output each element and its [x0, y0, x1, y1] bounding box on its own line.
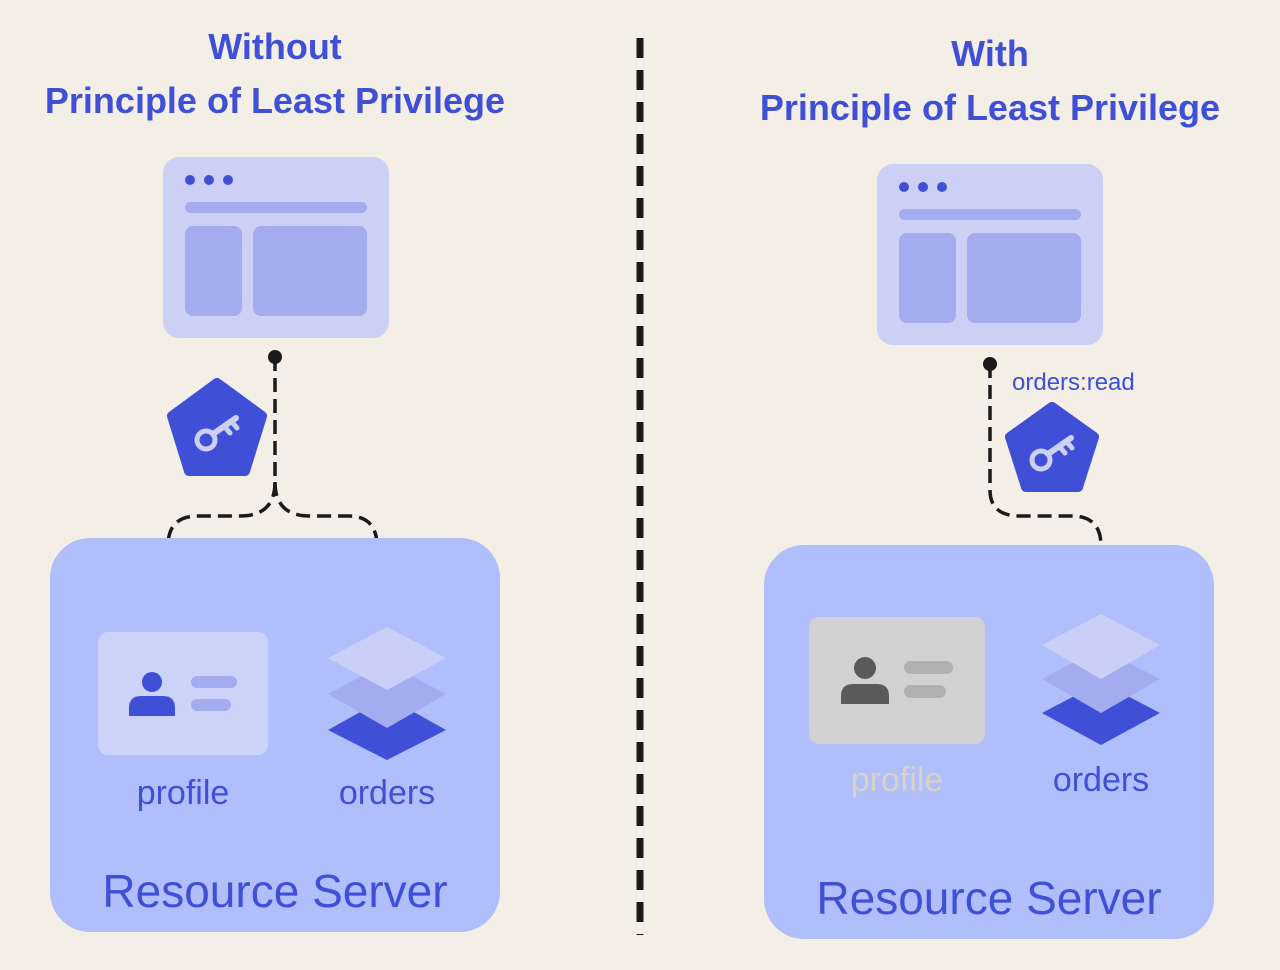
left-orders-label: orders: [338, 774, 436, 812]
right-profile-card-icon-disabled: [809, 617, 985, 744]
left-profile-label: profile: [136, 774, 230, 812]
right-profile-label-disabled: profile: [850, 761, 944, 799]
right-layers-stack-icon: [1042, 614, 1160, 745]
right-key-badge-icon: [1005, 402, 1099, 492]
left-title-line2: Principle of Least Privilege: [44, 80, 506, 121]
left-resource-server-label: Resource Server: [102, 865, 448, 917]
left-title-line1: Without: [208, 26, 342, 67]
right-title-line2: Principle of Least Privilege: [759, 87, 1221, 128]
left-panel-title: Without Principle of Least Privilege: [20, 20, 530, 128]
right-app-window-icon: [877, 164, 1103, 345]
left-key-badge-icon: [167, 378, 267, 476]
left-profile-card-icon: [98, 632, 268, 755]
right-title-line1: With: [951, 33, 1029, 74]
left-app-window-icon: [163, 157, 389, 338]
left-layers-stack-icon: [328, 627, 446, 760]
left-access-flow: [159, 350, 386, 604]
right-scope-label: orders:read: [1012, 369, 1135, 396]
right-orders-label: orders: [1052, 761, 1150, 799]
right-panel-title: With Principle of Least Privilege: [735, 27, 1245, 135]
right-resource-server-label: Resource Server: [816, 872, 1162, 924]
right-access-flow: [983, 357, 1110, 610]
